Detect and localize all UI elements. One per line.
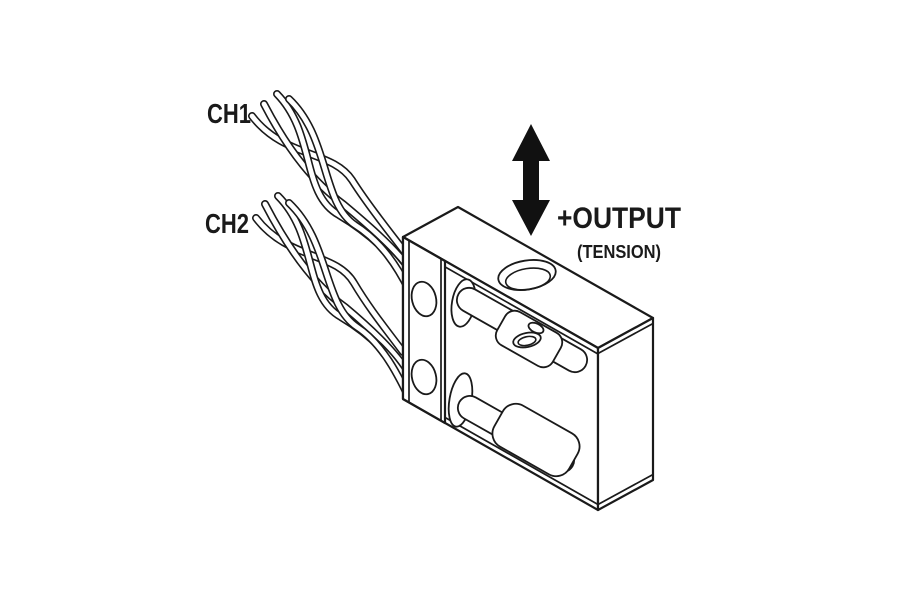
lower-flexure-cutout	[447, 372, 581, 478]
load-cell-body	[401, 205, 655, 512]
ch1-label: CH1	[207, 98, 251, 129]
tension-arrow-icon	[512, 124, 550, 236]
ch1-wire-bundle	[248, 90, 413, 294]
right-end-face	[596, 316, 655, 512]
wire	[261, 200, 409, 372]
tension-label: (TENSION)	[577, 242, 661, 262]
mounting-hole	[497, 259, 557, 291]
cover-plate	[401, 235, 447, 425]
plate-hole-lower	[410, 358, 438, 396]
ch2-wire-bundle	[252, 192, 413, 402]
wire	[285, 95, 413, 294]
output-label: +OUTPUT	[557, 202, 681, 235]
wire	[285, 199, 413, 402]
wire	[260, 100, 410, 268]
ch2-label: CH2	[205, 208, 249, 239]
plate-hole-upper	[410, 280, 438, 318]
edge-line	[597, 473, 654, 506]
edge-line	[597, 322, 654, 355]
center-pocket	[494, 309, 564, 369]
